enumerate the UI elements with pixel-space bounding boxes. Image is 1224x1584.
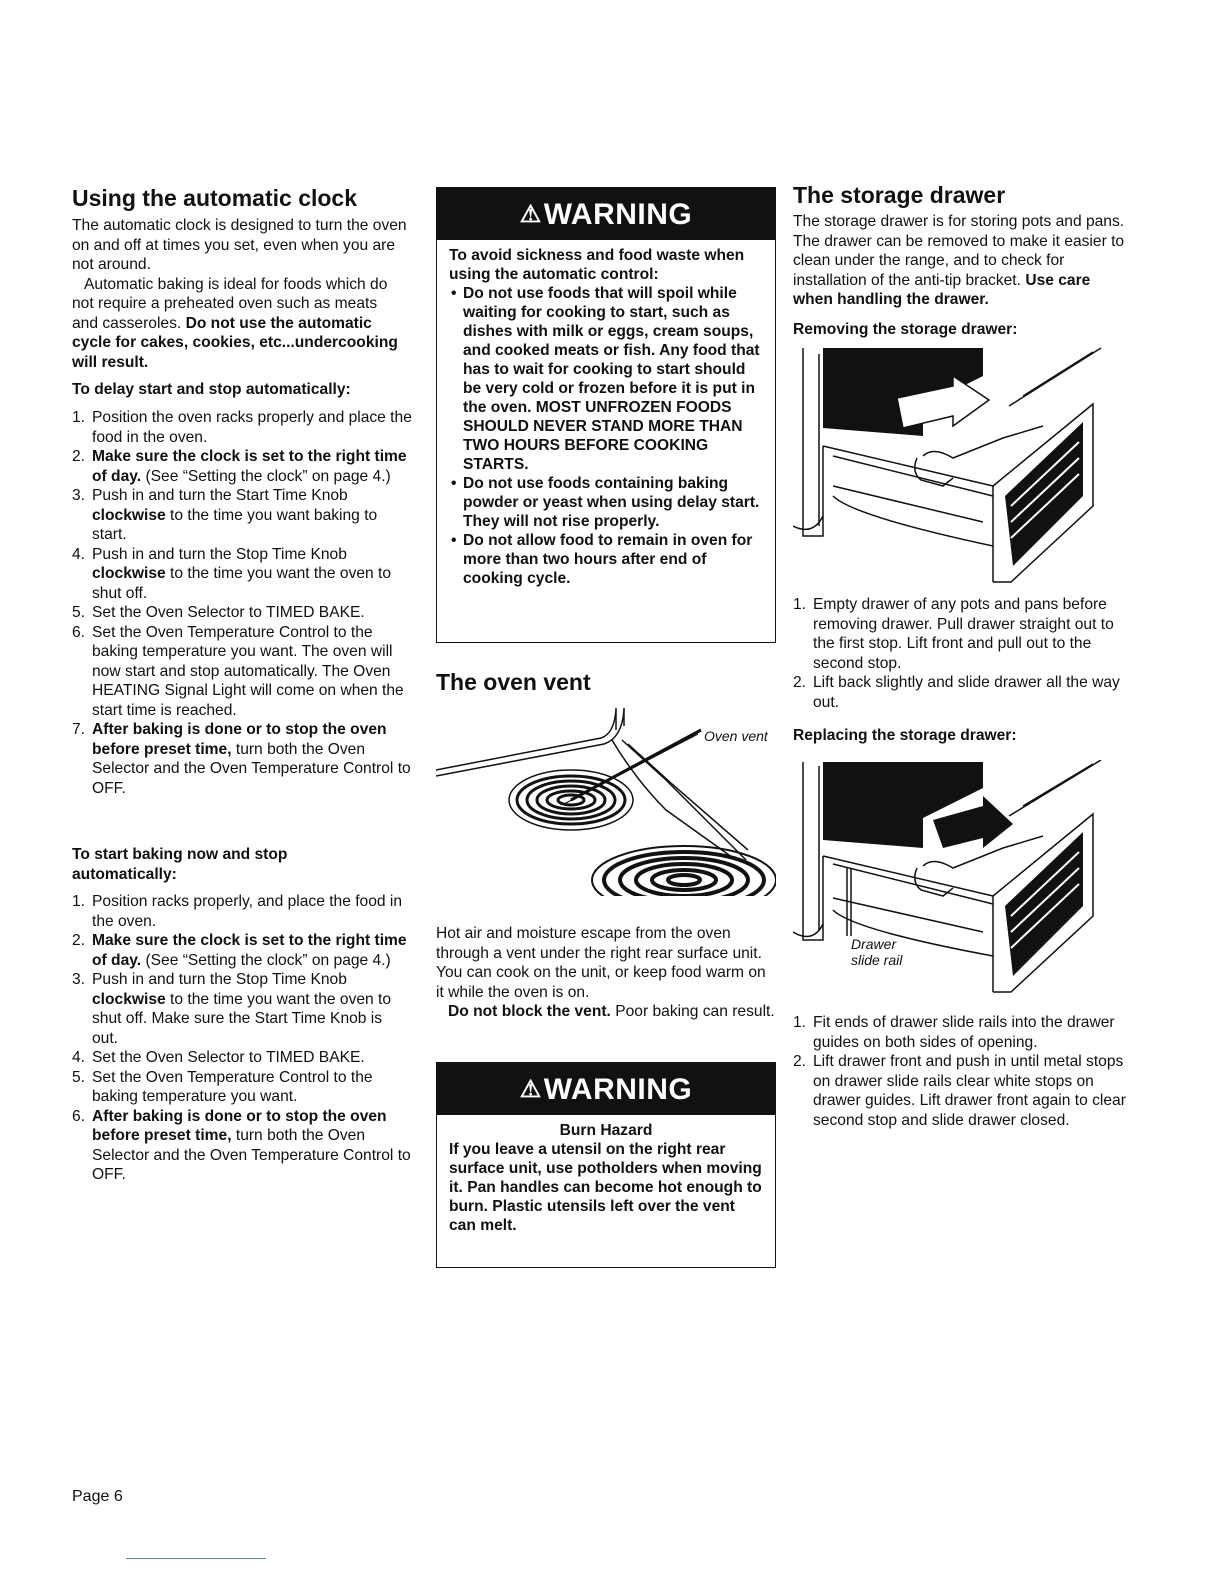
warning-box-burn-hazard: ⚠WARNING Burn Hazard If you leave a uten… — [436, 1062, 776, 1268]
step-number: 3. — [72, 971, 86, 988]
step-item: 2.Make sure the clock is set to the righ… — [72, 448, 407, 485]
page-number: Page 6 — [72, 1488, 123, 1505]
step-number: 6. — [72, 623, 86, 641]
oven-vent-text: Hot air and moisture escape from the ove… — [436, 924, 776, 1022]
oven-vent-para1: Hot air and moisture escape from the ove… — [436, 925, 766, 1001]
step-item: 4.Push in and turn the Stop Time Knob cl… — [72, 545, 392, 602]
warning-header-2: ⚠WARNING — [437, 1063, 775, 1115]
step-number: 2. — [793, 1053, 807, 1070]
warning-body: To avoid sickness and food waste when us… — [437, 240, 775, 588]
step-number: 6. — [72, 1107, 86, 1125]
oven-vent-caption: Oven vent — [704, 728, 768, 744]
step-number: 4. — [72, 1049, 86, 1066]
step-item: 1.Position the oven racks properly and p… — [72, 409, 412, 446]
step-item: 5.Set the Oven Temperature Control to th… — [72, 1068, 373, 1106]
step-number: 5. — [72, 1068, 86, 1086]
step-item: 6.Set the Oven Temperature Control to th… — [72, 623, 404, 719]
heading-automatic-clock: Using the automatic clock — [72, 185, 358, 211]
removing-drawer-drawing — [792, 347, 1102, 583]
clock-intro-para2: Automatic baking is ideal for foods whic… — [72, 275, 398, 371]
step-item: 2.Lift drawer front and push in until me… — [793, 1053, 1126, 1129]
step-item: 6.After baking is done or to stop the ov… — [72, 1107, 411, 1184]
step-item: 2.Make sure the clock is set to the righ… — [72, 932, 407, 969]
start-now-steps-list: 1.Position racks properly, and place the… — [72, 892, 412, 1185]
bullet-icon: • — [451, 285, 457, 302]
warning-bullet: •Do not use foods containing baking powd… — [451, 475, 760, 530]
clock-intro-para1: The automatic clock is designed to turn … — [72, 217, 407, 273]
warning-triangle-icon: ⚠ — [519, 201, 542, 228]
step-number: 1. — [72, 893, 86, 910]
warning-intro: To avoid sickness and food waste when us… — [449, 247, 745, 283]
step-number: 1. — [793, 1014, 807, 1031]
warning-triangle-icon: ⚠ — [519, 1076, 542, 1103]
replacing-drawer-drawing — [792, 759, 1102, 993]
step-number: 7. — [72, 721, 86, 738]
warning-bullets: •Do not use foods that will spoil while … — [449, 284, 763, 588]
replacing-title: Replacing the storage drawer: — [793, 727, 1017, 744]
step-item: 1.Fit ends of drawer slide rails into th… — [793, 1014, 1115, 1051]
step-item: 5.Set the Oven Selector to TIMED BAKE. — [72, 604, 365, 621]
step-number: 1. — [72, 409, 86, 426]
warning-bullet: •Do not allow food to remain in oven for… — [451, 532, 753, 587]
warning-body-2: Burn Hazard If you leave a utensil on th… — [437, 1115, 775, 1235]
heading-oven-vent: The oven vent — [436, 669, 591, 695]
drawer-intro: The storage drawer is for storing pots a… — [793, 212, 1133, 310]
step-number: 2. — [72, 932, 86, 949]
step-item: 1.Position racks properly, and place the… — [72, 893, 403, 930]
removing-steps-list: 1.Empty drawer of any pots and pans befo… — [793, 595, 1133, 712]
step-number: 2. — [72, 448, 86, 465]
clock-intro: The automatic clock is designed to turn … — [72, 216, 407, 372]
step-number: 4. — [72, 545, 86, 563]
drawer-intro-para: The storage drawer is for storing pots a… — [793, 213, 1125, 308]
step-item: 4.Set the Oven Selector to TIMED BAKE. — [72, 1049, 365, 1066]
step-number: 2. — [793, 674, 807, 691]
replacing-drawer-illustration: Drawer slide rail — [792, 759, 1113, 1000]
delay-steps-list: 1.Position the oven racks properly and p… — [72, 408, 412, 798]
burn-hazard-text: If you leave a utensil on the right rear… — [449, 1141, 762, 1234]
step-number: 1. — [793, 596, 807, 613]
removing-drawer-illustration — [792, 346, 1113, 586]
heading-storage-drawer: The storage drawer — [793, 182, 1006, 208]
step-item: 3.Push in and turn the Stop Time Knob cl… — [72, 971, 392, 1047]
footer-rule — [126, 1558, 266, 1559]
warning-bullet: •Do not use foods that will spoil while … — [451, 285, 760, 473]
step-item: 3.Push in and turn the Start Time Knob c… — [72, 487, 378, 543]
burn-hazard-title: Burn Hazard — [559, 1122, 653, 1139]
bullet-icon: • — [451, 475, 457, 492]
bullet-icon: • — [451, 532, 457, 549]
step-item: 7.After baking is done or to stop the ov… — [72, 721, 411, 797]
oven-vent-para2: Do not block the vent. Poor baking can r… — [448, 1003, 775, 1020]
replacing-steps-list: 1.Fit ends of drawer slide rails into th… — [793, 1013, 1133, 1130]
step-item: 2.Lift back slightly and slide drawer al… — [793, 674, 1120, 711]
delay-start-title: To delay start and stop automatically: — [72, 381, 351, 398]
drawer-slide-rail-caption: Drawer slide rail — [851, 936, 903, 968]
warning-box-automatic-control: ⚠WARNING To avoid sickness and food wast… — [436, 187, 776, 643]
step-item: 1.Empty drawer of any pots and pans befo… — [793, 596, 1114, 672]
removing-title: Removing the storage drawer: — [793, 321, 1018, 338]
start-now-title: To start baking now and stop automatical… — [72, 846, 288, 883]
oven-vent-illustration: Oven vent — [435, 700, 796, 916]
warning-header: ⚠WARNING — [437, 188, 775, 240]
step-number: 3. — [72, 487, 86, 504]
step-number: 5. — [72, 604, 86, 621]
